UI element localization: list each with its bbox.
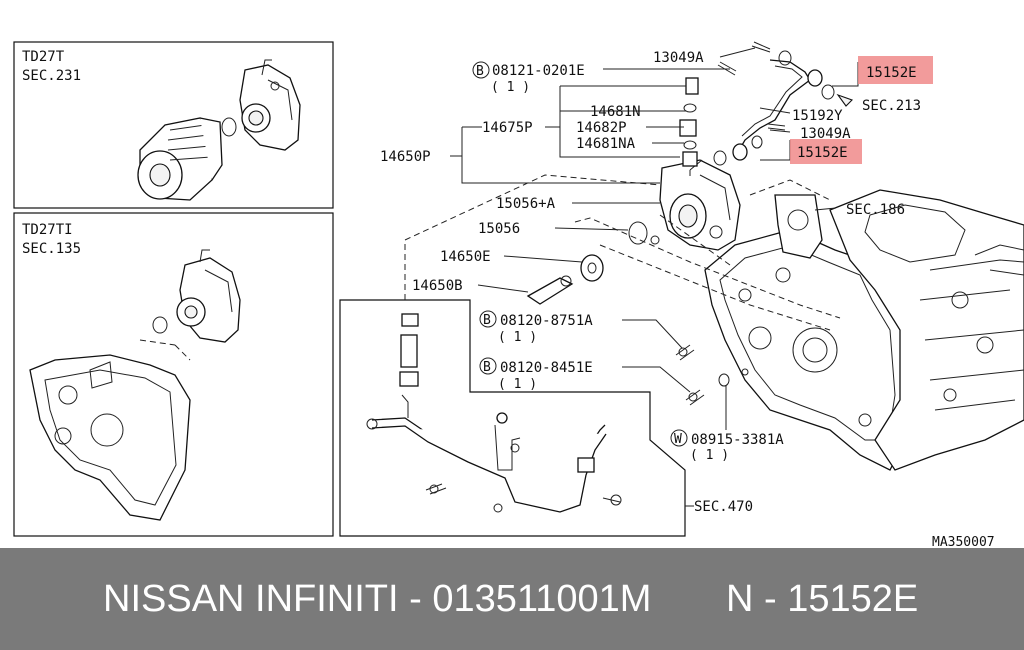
label-13049a-mid: 13049A [800,126,851,142]
label-14650b: 14650B [412,278,463,294]
bolt-marker-c18-letter: B [483,313,491,328]
label-14650e: 14650E [440,249,491,265]
footer-part-number: N - 15152E [726,578,919,620]
bolt-marker-c1-letter: B [476,64,484,79]
dash-line-a [404,174,661,300]
exploded-parts-diagram: TD27T SEC.231 TD27TI SEC.135 [13,41,1024,548]
label-08915-3381a: 08915-3381A [691,432,784,448]
label-15192y: 15192Y [792,108,843,124]
label-13049a-top: 13049A [653,50,704,66]
label-14675p: 14675P [482,120,533,136]
label-15152e-top: 15152E [866,65,917,81]
inset-top-title: TD27T [22,49,65,65]
label-08121-0201e: 08121-0201E [492,63,585,79]
dash-line-b [574,217,841,319]
highlight-15152e-top [858,56,933,84]
vacuum-pipe-illustration [366,313,622,513]
qty-08120-8751a: ( 1 ) [498,330,537,345]
label-08120-8751a: 08120-8751A [500,313,593,329]
label-15056-a: 15056+A [496,196,556,212]
footer-brand-code: NISSAN INFINITI - 013511001M [103,578,652,620]
label-15056: 15056 [478,221,520,237]
inset-mid-section: SEC.135 [22,241,81,257]
label-14682p: 14682P [576,120,627,136]
oil-pipe-assembly [713,41,854,166]
highlight-15152e-bottom [790,139,862,164]
inset-frame-top [13,41,334,209]
label-15152e-bottom: 15152E [797,145,848,161]
engine-block-illustration [628,159,1024,471]
qty-08121-0201e: ( 1 ) [491,80,530,95]
diagram-canvas: TD27T SEC.231 TD27TI SEC.135 [13,41,1024,548]
diagram-ref-code: MA350007 [932,535,995,548]
washer-marker-c20-letter: W [674,432,682,447]
dash-line-c [599,244,831,331]
qty-08120-8451e: ( 1 ) [498,377,537,392]
label-sec213: SEC.213 [862,98,921,114]
dash-line-d [749,179,831,201]
connector-stack [679,77,699,180]
label-14681na: 14681NA [576,136,636,152]
bolt-marker-c18 [479,310,497,328]
inset-top-section: SEC.231 [22,68,81,84]
label-08120-8451e: 08120-8451E [500,360,593,376]
bolt-marker-c19 [479,357,497,375]
pump-inset-illustration [29,249,241,521]
dash-line-e [659,214,731,266]
washer-marker-c20 [670,429,688,447]
inset-mid-title: TD27TI [22,222,73,238]
bolt-marker-c1 [472,61,490,79]
label-14650p: 14650P [380,149,431,165]
alternator-illustration [137,59,301,201]
label-14681n: 14681N [590,104,641,120]
bolt-marker-c19-letter: B [483,360,491,375]
qty-08915-3381a: ( 1 ) [690,448,729,463]
part-footer-bar: NISSAN INFINITI - 013511001M N - 15152E [0,548,1024,650]
inset-frame-mid [13,212,334,537]
drive-shaft-parts [526,254,749,406]
label-sec470: SEC.470 [694,499,753,515]
label-sec186: SEC.186 [846,202,905,218]
sec470-frame [339,299,686,537]
